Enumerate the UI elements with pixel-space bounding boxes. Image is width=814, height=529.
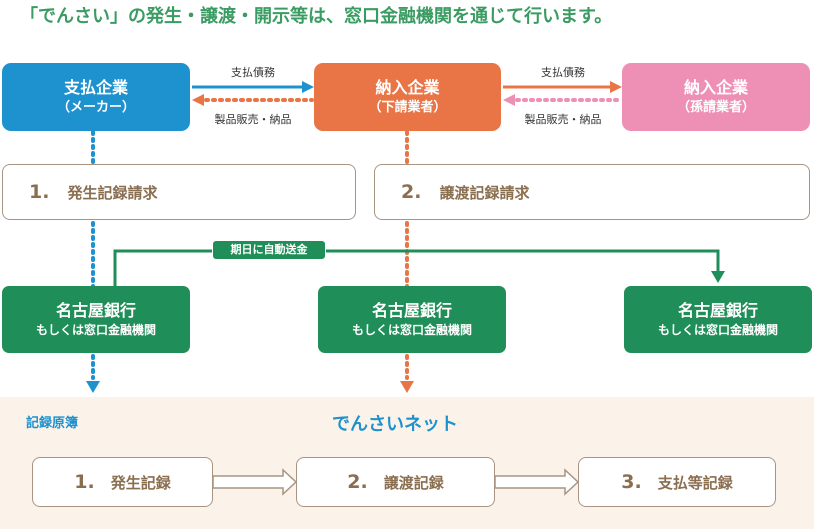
payment-record-text: 支払等記録	[657, 473, 733, 492]
bank-box-supplier: 名古屋銀行 もしくは窓口金融機関	[318, 286, 506, 353]
subsupplier-role: （孫請業者）	[676, 100, 755, 115]
supplier-role: （下請業者）	[368, 100, 447, 115]
payer-company-box: 支払企業 （メーカー）	[2, 63, 190, 131]
page-title: 「でんさい」の発生・譲渡・開示等は、窓口金融機関を通じて行います。	[20, 6, 613, 27]
record-arrow-1	[212, 468, 298, 496]
auto-transfer-label: 期日に自動送金	[212, 240, 326, 260]
supplier-name: 納入企業	[375, 78, 440, 97]
auto-transfer-line	[113, 249, 720, 286]
bank-sub: もしくは窓口金融機関	[35, 323, 156, 337]
network-name: でんさいネット	[332, 414, 458, 435]
transfer-request-num: 2.	[401, 181, 422, 203]
payer-name: 支払企業	[63, 78, 128, 97]
subsupplier-company-box: 納入企業 （孫請業者）	[622, 63, 810, 131]
debt-label-1: 支払債務	[231, 66, 275, 79]
transfer-request-box: 2. 譲渡記録請求	[374, 164, 810, 220]
payment-record-box: 3. 支払等記録	[578, 457, 776, 507]
transfer-record-box: 2. 譲渡記録	[296, 457, 495, 507]
bank-name: 名古屋銀行	[55, 301, 136, 320]
transfer-request-text: 譲渡記録請求	[439, 183, 530, 202]
issuance-request-num: 1.	[29, 181, 50, 203]
ledger-label: 記録原簿	[26, 416, 79, 431]
bank-box-payer: 名古屋銀行 もしくは窓口金融機関	[2, 286, 190, 353]
payer-dotted-arrowhead	[86, 381, 100, 393]
goods-label-1: 製品販売・納品	[214, 113, 292, 126]
payment-record-num: 3.	[621, 471, 642, 493]
issuance-record-box: 1. 発生記録	[32, 457, 213, 507]
supplier-company-box: 納入企業 （下請業者）	[314, 63, 501, 131]
payer-role: （メーカー）	[56, 100, 135, 115]
subsupplier-name: 納入企業	[683, 78, 748, 97]
bank-name: 名古屋銀行	[371, 301, 452, 320]
bank-name: 名古屋銀行	[677, 301, 758, 320]
goods-label-2: 製品販売・納品	[524, 113, 602, 126]
supplier-dotted-arrowhead	[400, 381, 414, 393]
issuance-request-box: 1. 発生記録請求	[2, 164, 356, 220]
auto-transfer-arrowhead	[711, 271, 725, 283]
bank-sub: もしくは窓口金融機関	[351, 323, 472, 337]
goods-arrowhead-1	[192, 94, 204, 106]
issuance-record-text: 発生記録	[110, 473, 171, 492]
issuance-request-text: 発生記録請求	[67, 183, 158, 202]
debt-arrowhead-2	[610, 81, 622, 93]
bank-box-subsupplier: 名古屋銀行 もしくは窓口金融機関	[624, 286, 812, 353]
bank-sub: もしくは窓口金融機関	[657, 323, 778, 337]
debt-arrowhead-1	[302, 81, 314, 93]
transfer-record-num: 2.	[347, 471, 368, 493]
issuance-record-num: 1.	[74, 471, 95, 493]
goods-arrowhead-2	[503, 94, 515, 106]
debt-label-2: 支払債務	[541, 66, 585, 79]
record-arrow-2	[494, 468, 580, 496]
transfer-record-text: 譲渡記録	[383, 473, 444, 492]
